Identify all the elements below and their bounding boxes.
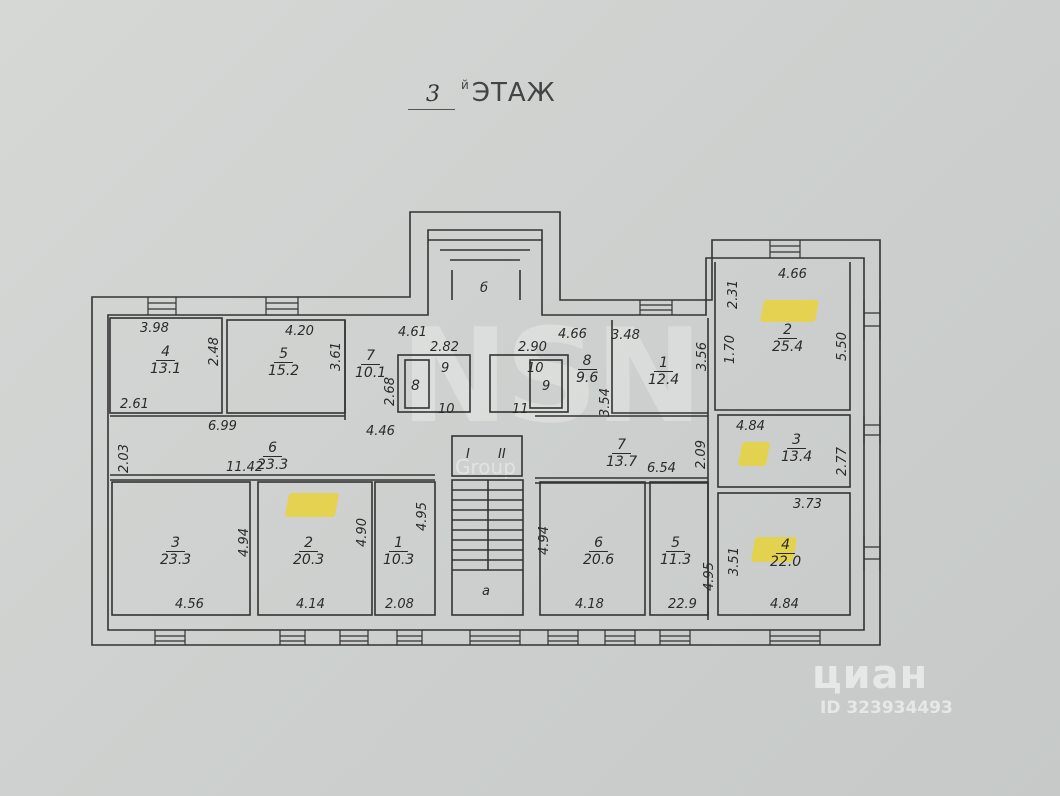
dimension: 4.95 — [414, 502, 430, 531]
dimension: 4.56 — [175, 597, 204, 612]
agency-watermark: NSN — [400, 300, 703, 452]
dimension: 4.14 — [296, 597, 325, 612]
room-number: 9 — [542, 379, 551, 394]
dimension: 2.48 — [206, 337, 222, 366]
dimension: 3.98 — [140, 321, 169, 336]
cian-logo: циан — [812, 652, 929, 698]
dimension: 3.61 — [328, 342, 344, 371]
dimension: 2.82 — [430, 340, 459, 355]
floor-suffix: й — [461, 78, 470, 92]
dimension: 1.70 — [722, 335, 738, 364]
room-number: 9 — [441, 361, 450, 376]
dimension: 3.56 — [694, 342, 710, 371]
cian-watermark: циан ID 323934493 — [812, 652, 953, 718]
dimension: 2.31 — [725, 280, 741, 309]
dimension: 3.51 — [726, 547, 742, 576]
stair-label-top: б — [480, 281, 489, 296]
dimension: 2.09 — [693, 440, 709, 469]
stair-label-bottom: а — [482, 584, 490, 599]
room-number: 11 — [512, 402, 529, 417]
dimension: 2.61 — [120, 397, 149, 412]
room-number: 10 — [438, 402, 455, 417]
dimension: 4.18 — [575, 597, 604, 612]
dimension: 6.99 — [208, 419, 237, 434]
room-number: 10 — [527, 361, 544, 376]
dimension: 2.68 — [382, 377, 398, 406]
dimension: 2.08 — [385, 597, 414, 612]
dimension: 4.20 — [285, 324, 314, 339]
dimension: 4.46 — [366, 424, 395, 439]
dimension: 4.66 — [558, 327, 587, 342]
dimension: 2.77 — [834, 447, 850, 476]
dimension: 4.90 — [354, 518, 370, 547]
dimension: 2.90 — [518, 340, 547, 355]
dimension: 4.94 — [236, 528, 252, 557]
landing-label: II — [498, 447, 506, 462]
dimension: 11.42 — [226, 460, 264, 475]
dimension: 5.50 — [834, 332, 850, 361]
listing-id: ID 323934493 — [820, 698, 953, 718]
dimension: 4.61 — [398, 325, 427, 340]
dimension: 3.73 — [793, 497, 822, 512]
dimension: 2.03 — [116, 444, 132, 473]
room-label: 8 — [411, 378, 420, 394]
dimension: 6.54 — [647, 461, 676, 476]
dimension: 4.95 — [701, 562, 717, 591]
dimension: 22.9 — [668, 597, 697, 612]
dimension: 4.94 — [536, 526, 552, 555]
floor-label: ЭТАЖ — [471, 78, 556, 108]
floor-number: 3 — [408, 82, 455, 110]
landing-label: I — [466, 447, 470, 462]
dimension: 4.66 — [778, 267, 807, 282]
dimension: 3.48 — [611, 328, 640, 343]
dimension: 3.54 — [597, 388, 613, 417]
dimension: 4.84 — [770, 597, 799, 612]
dimension: 4.84 — [736, 419, 765, 434]
agency-sub-watermark: Group — [455, 455, 516, 479]
